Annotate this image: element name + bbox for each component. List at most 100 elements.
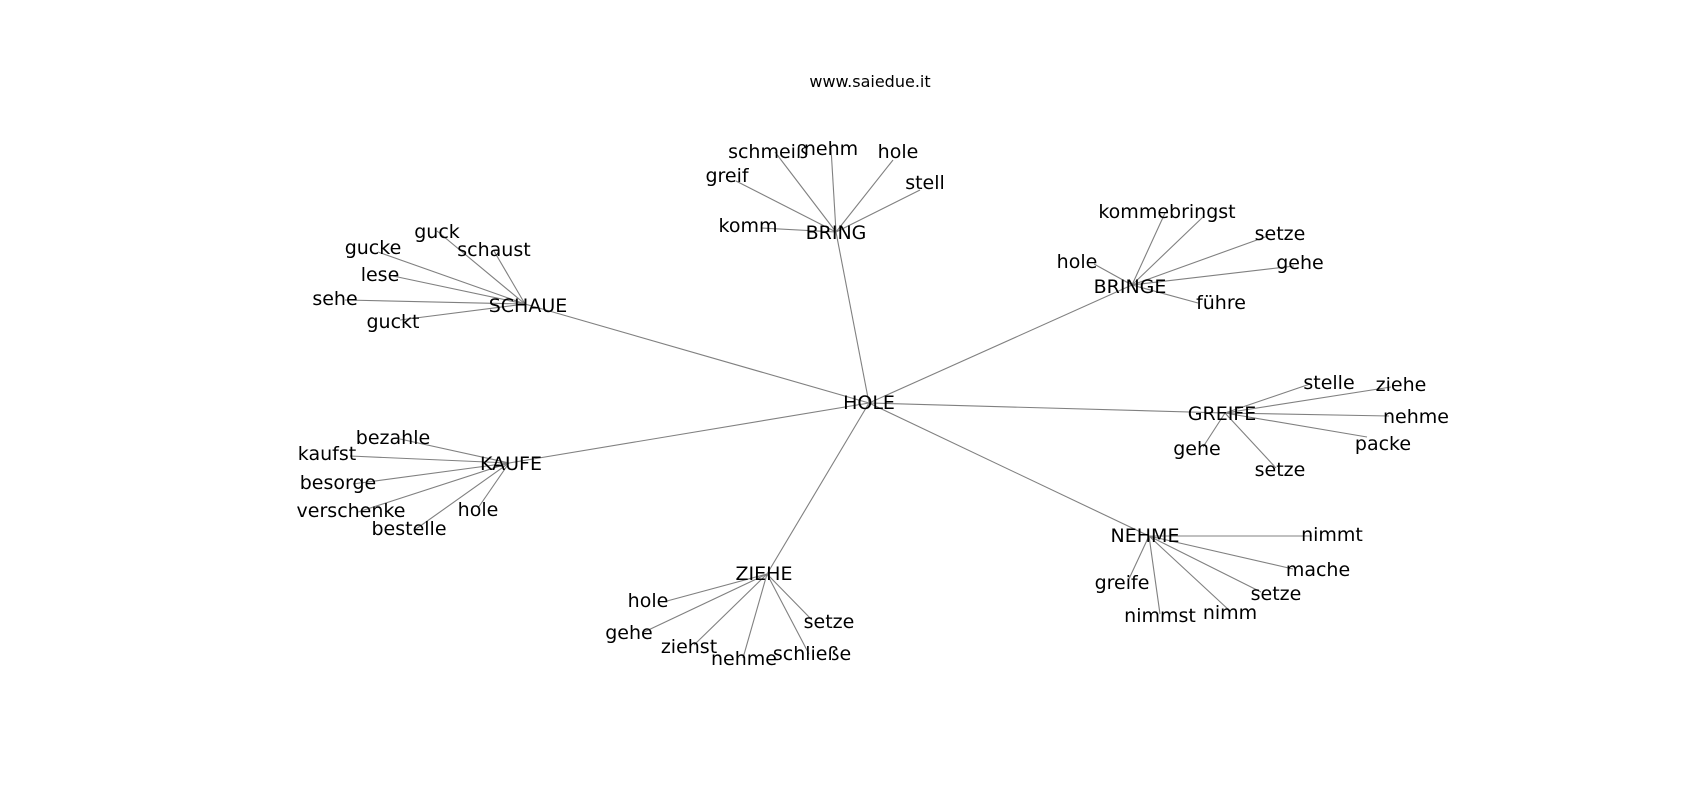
leaf-label: setze (1255, 459, 1306, 481)
leaf-edge (392, 275, 526, 305)
leaf-label: schmeiß (728, 141, 808, 163)
leaf-label: guck (414, 221, 460, 243)
leaf-label: guckt (366, 311, 419, 333)
hub-label: GREIFE (1188, 403, 1256, 425)
leaf-label: nehme (1383, 406, 1449, 428)
hub-edge (524, 303, 870, 404)
hub-edge (508, 402, 870, 464)
leaf-label: stelle (1303, 372, 1354, 394)
leaf-label: gucke (345, 237, 402, 259)
leaf-label: hole (878, 141, 919, 163)
leaf-label: ziehst (661, 636, 717, 658)
hub-edge (868, 402, 1150, 537)
leaf-label: gehe (1173, 438, 1220, 460)
leaf-edge (1148, 535, 1294, 570)
leaf-label: ziehe (1376, 374, 1427, 396)
hub-label: BRING (806, 222, 867, 244)
hub-edge (868, 284, 1133, 404)
leaf-edge (357, 462, 510, 513)
hub-label: ZIEHE (736, 563, 793, 585)
leaf-edge (1131, 265, 1295, 286)
leaf-label: schaust (457, 239, 530, 261)
leaf-edge (344, 299, 526, 305)
leaf-edge (774, 151, 837, 233)
hub-edge (868, 402, 1226, 414)
leaf-edge (766, 573, 813, 621)
center-node-label: HOLE (843, 392, 895, 414)
edges-layer (344, 147, 1392, 659)
leaf-edge (1224, 412, 1368, 438)
leaf-label: bezahle (356, 427, 430, 449)
leaf-edge (399, 303, 526, 321)
leaf-edge (835, 189, 921, 233)
leaf-label: schließe (773, 643, 851, 665)
leaf-edge (436, 230, 526, 305)
leaf-edge (1148, 535, 1231, 612)
source-label: www.saiedue.it (809, 72, 930, 91)
leaf-edge (1148, 535, 1262, 593)
leaf-label: mache (1286, 559, 1350, 581)
leaf-edge (742, 573, 768, 659)
leaf-edge (377, 251, 526, 305)
leaf-label: nimm (1203, 602, 1257, 624)
leaf-label: besorge (300, 472, 377, 494)
leaf-edge (835, 159, 894, 233)
leaf-label: nimmst (1124, 605, 1196, 627)
leaf-label: stell (905, 172, 945, 194)
leaf-label: greif (705, 165, 749, 187)
leaf-edge (415, 462, 510, 530)
leaf-edge (1224, 383, 1311, 414)
leaf-label: hole (458, 499, 499, 521)
leaf-label: gehe (605, 622, 652, 644)
leaf-edge (693, 573, 768, 646)
leaf-edge (349, 455, 510, 464)
leaf-label: greife (1095, 572, 1150, 594)
leaf-label: hole (628, 590, 669, 612)
leaf-label: packe (1355, 433, 1411, 455)
leaf-edge (766, 573, 810, 655)
leaf-edge (1093, 263, 1133, 286)
leaf-edge (666, 573, 768, 602)
leaf-edge (1127, 535, 1150, 582)
hub-label: SCHAUE (489, 295, 568, 317)
leaf-label: bestelle (371, 518, 446, 540)
leaf-edge (830, 147, 837, 233)
leaf-edge (641, 573, 768, 634)
leaf-edge (1202, 412, 1226, 448)
leaf-label: kommebringst (1098, 201, 1235, 223)
leaf-label: führe (1196, 292, 1246, 314)
leaf-edge (1131, 284, 1199, 304)
leaf-edge (1224, 412, 1390, 417)
leaf-edge (352, 462, 510, 485)
leaf-edge (760, 227, 837, 233)
leaf-label: nimmt (1301, 524, 1363, 546)
hub-label: BRINGE (1094, 276, 1167, 298)
leaf-label: sehe (312, 288, 357, 310)
leaf-edge (1131, 212, 1166, 286)
hub-label: KAUFE (480, 453, 542, 475)
leaf-edge (493, 250, 526, 305)
hub-edge (766, 402, 870, 575)
leaf-edge (1224, 412, 1277, 469)
leaf-label: setze (804, 611, 855, 633)
leaf-label: lese (361, 264, 400, 286)
leaf-label: setze (1251, 583, 1302, 605)
leaf-edge (1131, 235, 1269, 286)
leaf-label: komm (719, 215, 778, 237)
leaf-label: kaufst (298, 443, 356, 465)
leaf-label: nehm (804, 138, 858, 160)
leaf-edge (1224, 386, 1392, 414)
leaf-label: verschenke (297, 500, 406, 522)
leaf-edge (399, 438, 510, 464)
leaf-edge (735, 180, 837, 233)
hub-label: NEHME (1111, 525, 1180, 547)
leaf-edge (1148, 535, 1161, 615)
hub-edge (835, 231, 870, 404)
leaf-label: setze (1255, 223, 1306, 245)
leaf-label: gehe (1276, 252, 1323, 274)
leaf-edge (1131, 215, 1205, 286)
leaf-edge (477, 462, 510, 509)
leaf-label: nehme (711, 648, 777, 670)
leaf-label: hole (1057, 251, 1098, 273)
